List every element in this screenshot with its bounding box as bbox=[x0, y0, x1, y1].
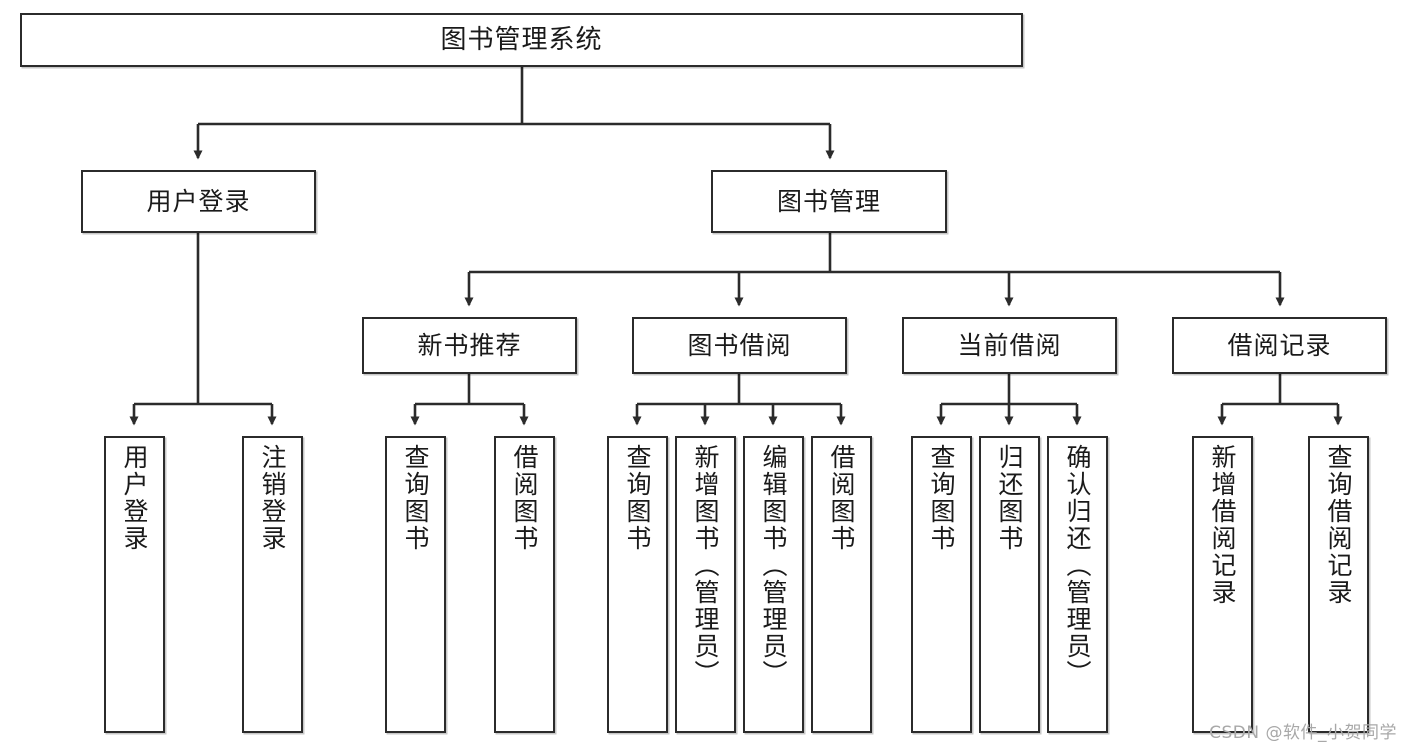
node-label: 新增图书（管理员） bbox=[691, 444, 720, 687]
node-label: 查询图书 bbox=[927, 444, 956, 552]
leaf-current-borrow-return[interactable]: 归还图书 bbox=[979, 436, 1040, 733]
node-label: 图书管理系统 bbox=[440, 24, 603, 55]
csdn-watermark: CSDN @软件_小贺同学 bbox=[1209, 723, 1397, 743]
node-label: 图书借阅 bbox=[687, 330, 792, 360]
leaf-current-borrow-confirm-return-admin[interactable]: 确认归还（管理员） bbox=[1047, 436, 1108, 733]
node-label: 编辑图书（管理员） bbox=[759, 444, 788, 687]
node-label: 借阅记录 bbox=[1227, 330, 1332, 360]
node-book-borrow[interactable]: 图书借阅 bbox=[632, 317, 847, 374]
leaf-book-borrow-edit-admin[interactable]: 编辑图书（管理员） bbox=[743, 436, 804, 733]
leaf-borrow-record-add[interactable]: 新增借阅记录 bbox=[1192, 436, 1253, 733]
node-user-login[interactable]: 用户登录 bbox=[81, 170, 316, 233]
node-label: 注销登录 bbox=[258, 444, 287, 552]
leaf-book-borrow-borrow[interactable]: 借阅图书 bbox=[811, 436, 872, 733]
leaf-new-book-query[interactable]: 查询图书 bbox=[385, 436, 446, 733]
node-label: 确认归还（管理员） bbox=[1063, 444, 1092, 687]
node-label: 新书推荐 bbox=[417, 330, 522, 360]
leaf-user-login-logout[interactable]: 注销登录 bbox=[242, 436, 303, 733]
leaf-book-borrow-query[interactable]: 查询图书 bbox=[607, 436, 668, 733]
node-label: 用户登录 bbox=[146, 186, 251, 216]
node-borrow-record[interactable]: 借阅记录 bbox=[1172, 317, 1387, 374]
node-label: 用户登录 bbox=[120, 444, 149, 552]
node-label: 借阅图书 bbox=[827, 444, 856, 552]
node-label: 查询图书 bbox=[401, 444, 430, 552]
node-label: 新增借阅记录 bbox=[1208, 444, 1237, 606]
node-book-management[interactable]: 图书管理 bbox=[711, 170, 947, 233]
leaf-user-login-login[interactable]: 用户登录 bbox=[104, 436, 165, 733]
node-new-book-recommend[interactable]: 新书推荐 bbox=[362, 317, 577, 374]
node-label: 查询图书 bbox=[623, 444, 652, 552]
node-label: 查询借阅记录 bbox=[1324, 444, 1353, 606]
leaf-book-borrow-add-admin[interactable]: 新增图书（管理员） bbox=[675, 436, 736, 733]
node-label: 归还图书 bbox=[995, 444, 1024, 552]
leaf-new-book-borrow[interactable]: 借阅图书 bbox=[494, 436, 555, 733]
leaf-current-borrow-query[interactable]: 查询图书 bbox=[911, 436, 972, 733]
node-label: 图书管理 bbox=[776, 186, 881, 216]
leaf-borrow-record-query[interactable]: 查询借阅记录 bbox=[1308, 436, 1369, 733]
node-label: 借阅图书 bbox=[510, 444, 539, 552]
node-root-book-management-system[interactable]: 图书管理系统 bbox=[20, 13, 1023, 67]
node-current-borrow[interactable]: 当前借阅 bbox=[902, 317, 1117, 374]
node-label: 当前借阅 bbox=[957, 330, 1062, 360]
